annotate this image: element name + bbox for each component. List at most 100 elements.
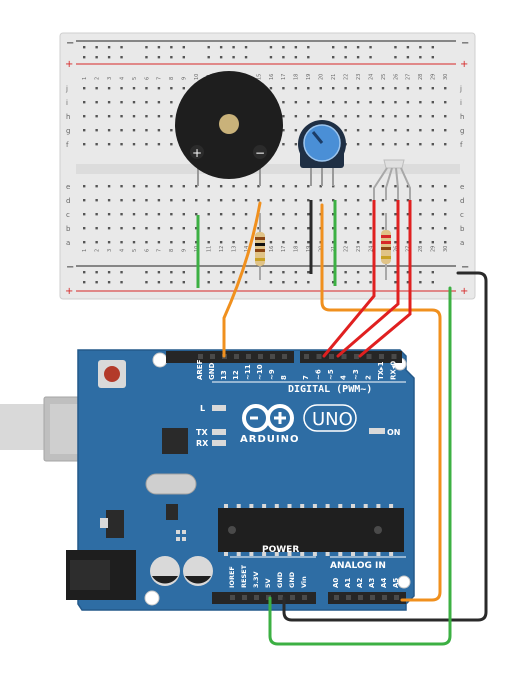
terminal-hole[interactable] <box>195 227 198 230</box>
rail-hole[interactable] <box>182 46 185 49</box>
rail-hole[interactable] <box>269 271 273 274</box>
wire-green-rail-to-5v[interactable] <box>268 286 452 646</box>
long-wires[interactable] <box>222 201 488 646</box>
terminal-hole[interactable] <box>307 227 310 230</box>
rail-hole[interactable] <box>419 56 422 59</box>
terminal-hole[interactable] <box>431 227 434 230</box>
terminal-hole[interactable] <box>344 129 347 132</box>
digital-pin-socket[interactable] <box>329 354 334 359</box>
terminal-hole[interactable] <box>444 87 447 90</box>
terminal-hole[interactable] <box>444 101 447 104</box>
terminal-hole[interactable] <box>269 185 273 188</box>
rail-hole[interactable] <box>170 281 173 284</box>
terminal-hole[interactable] <box>431 199 434 202</box>
power-pin-socket[interactable] <box>290 595 295 600</box>
terminal-hole[interactable] <box>369 241 372 244</box>
rail-hole[interactable] <box>95 281 98 284</box>
terminal-hole[interactable] <box>444 227 447 230</box>
terminal-hole[interactable] <box>356 101 360 104</box>
terminal-hole[interactable] <box>107 241 111 244</box>
rail-hole[interactable] <box>232 46 235 49</box>
rail-hole[interactable] <box>406 281 410 284</box>
terminal-hole[interactable] <box>120 129 123 132</box>
rail-hole[interactable] <box>244 56 248 59</box>
rail-hole[interactable] <box>294 281 298 284</box>
terminal-hole[interactable] <box>157 185 161 188</box>
terminal-hole[interactable] <box>381 129 385 132</box>
terminal-hole[interactable] <box>356 213 360 216</box>
rail-hole[interactable] <box>157 271 161 274</box>
terminal-hole[interactable] <box>394 143 397 146</box>
rail-hole[interactable] <box>269 281 273 284</box>
terminal-hole[interactable] <box>282 185 285 188</box>
terminal-hole[interactable] <box>406 129 410 132</box>
wire-red-led-to-pin3[interactable] <box>358 274 412 358</box>
terminal-hole[interactable] <box>332 115 335 118</box>
terminal-hole[interactable] <box>95 227 98 230</box>
terminal-hole[interactable] <box>332 241 335 244</box>
terminal-hole[interactable] <box>444 241 447 244</box>
terminal-hole[interactable] <box>356 199 360 202</box>
rail-hole[interactable] <box>207 56 210 59</box>
terminal-hole[interactable] <box>369 101 372 104</box>
terminal-hole[interactable] <box>419 129 422 132</box>
terminal-hole[interactable] <box>232 227 235 230</box>
terminal-hole[interactable] <box>95 101 98 104</box>
terminal-hole[interactable] <box>269 213 273 216</box>
terminal-hole[interactable] <box>332 199 335 202</box>
rail-hole[interactable] <box>244 271 248 274</box>
terminal-hole[interactable] <box>107 115 111 118</box>
terminal-hole[interactable] <box>107 199 111 202</box>
terminal-hole[interactable] <box>182 185 185 188</box>
rail-hole[interactable] <box>182 56 185 59</box>
power-pin-socket[interactable] <box>230 595 235 600</box>
terminal-hole[interactable] <box>120 199 123 202</box>
terminal-hole[interactable] <box>107 87 111 90</box>
terminal-hole[interactable] <box>381 87 385 90</box>
digital-pin-socket[interactable] <box>354 354 359 359</box>
terminal-hole[interactable] <box>182 199 185 202</box>
terminal-hole[interactable] <box>282 87 285 90</box>
potentiometer[interactable] <box>298 120 346 186</box>
terminal-hole[interactable] <box>107 213 111 216</box>
rail-hole[interactable] <box>282 271 285 274</box>
terminal-hole[interactable] <box>307 101 310 104</box>
terminal-hole[interactable] <box>132 101 136 104</box>
terminal-hole[interactable] <box>319 199 322 202</box>
terminal-hole[interactable] <box>219 199 223 202</box>
rail-hole[interactable] <box>232 271 235 274</box>
terminal-hole[interactable] <box>145 101 148 104</box>
terminal-hole[interactable] <box>406 227 410 230</box>
terminal-hole[interactable] <box>95 143 98 146</box>
terminal-hole[interactable] <box>344 87 347 90</box>
terminal-hole[interactable] <box>157 87 161 90</box>
terminal-hole[interactable] <box>83 101 86 104</box>
terminal-hole[interactable] <box>419 101 422 104</box>
rail-hole[interactable] <box>307 56 310 59</box>
terminal-hole[interactable] <box>132 227 136 230</box>
power-pin-socket[interactable] <box>266 595 271 600</box>
terminal-hole[interactable] <box>294 129 298 132</box>
terminal-hole[interactable] <box>170 115 173 118</box>
rail-hole[interactable] <box>232 281 235 284</box>
terminal-hole[interactable] <box>406 87 410 90</box>
terminal-hole[interactable] <box>332 185 335 188</box>
terminal-hole[interactable] <box>356 129 360 132</box>
terminal-hole[interactable] <box>107 227 111 230</box>
terminal-hole[interactable] <box>145 241 148 244</box>
rail-hole[interactable] <box>406 46 410 49</box>
terminal-hole[interactable] <box>83 87 86 90</box>
microcontroller-chip[interactable] <box>218 508 404 552</box>
terminal-hole[interactable] <box>232 185 235 188</box>
rail-hole[interactable] <box>120 56 123 59</box>
rail-hole[interactable] <box>219 281 223 284</box>
terminal-hole[interactable] <box>444 143 447 146</box>
terminal-hole[interactable] <box>120 227 123 230</box>
terminal-hole[interactable] <box>419 227 422 230</box>
rail-hole[interactable] <box>269 46 273 49</box>
terminal-hole[interactable] <box>157 227 161 230</box>
rail-hole[interactable] <box>369 56 372 59</box>
rail-hole[interactable] <box>344 56 347 59</box>
rail-hole[interactable] <box>332 281 335 284</box>
